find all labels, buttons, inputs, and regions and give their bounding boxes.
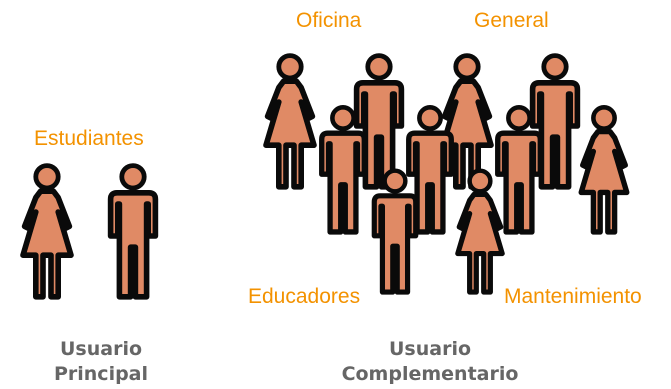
person-body [107,189,159,300]
person-head [506,105,532,131]
person-body [371,193,419,295]
person-female-icon [455,168,505,295]
person-male-icon [107,163,159,300]
person-head [330,105,356,131]
person-body [529,79,581,190]
person-body [578,128,630,235]
person-head [365,53,393,81]
person-head [417,105,443,131]
label-educadores: Educadores [248,285,361,308]
label-mantenimiento: Mantenimiento [504,285,642,308]
caption-complementario-line1: Usuario [388,338,472,360]
person-body [495,130,543,235]
person-male-icon [353,53,405,190]
person-body [440,78,494,190]
caption-complementario-line2: Complementario [341,363,519,385]
person-head [467,168,493,194]
person-male-icon [495,105,543,235]
person-head [119,163,147,191]
caption-principal-line1: Usuario [59,338,143,360]
person-body [353,79,405,190]
caption-usuario-principal: Usuario Principal [36,337,166,387]
person-female-icon [263,53,317,190]
person-head [33,163,61,191]
person-body [20,188,74,300]
label-oficina: Oficina [296,9,362,32]
caption-usuario-complementario: Usuario Complementario [318,337,542,387]
person-body [406,130,454,235]
person-male-icon [529,53,581,190]
person-female-icon [440,53,494,190]
label-general: General [474,9,549,32]
person-male-icon [371,168,419,295]
person-head [453,53,481,81]
label-estudiantes: Estudiantes [34,127,144,150]
person-head [382,168,408,194]
person-body [263,78,317,190]
person-head [591,105,617,131]
person-head [276,53,304,81]
caption-principal-line2: Principal [53,363,149,385]
person-male-icon [406,105,454,235]
person-female-icon [20,163,74,300]
person-male-icon [319,105,367,235]
person-female-icon [578,105,630,235]
person-body [455,191,505,295]
person-body [319,130,367,235]
person-head [541,53,569,81]
